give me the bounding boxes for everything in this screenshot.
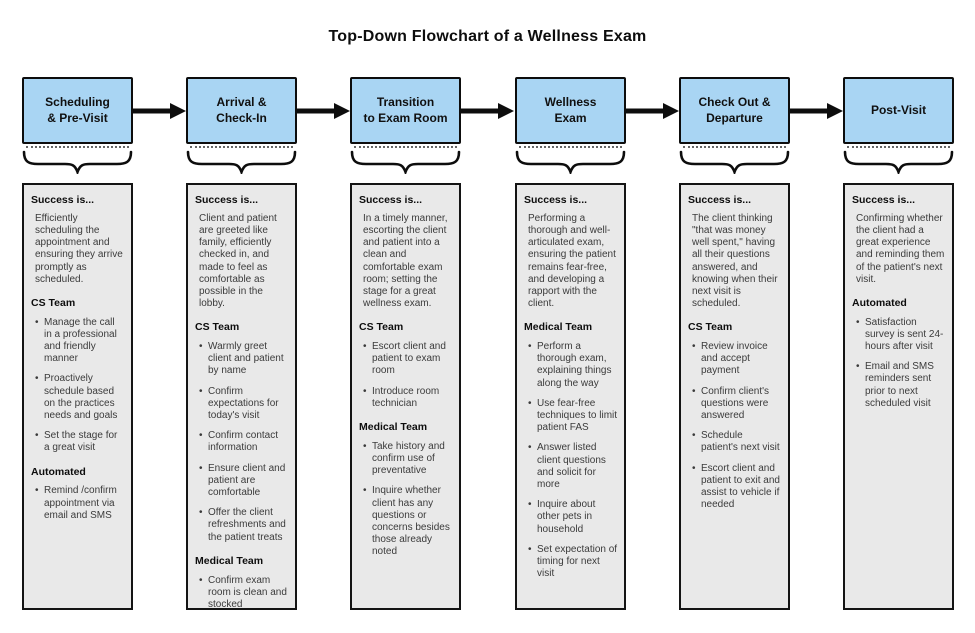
bullet-item: Review invoice and accept payment [688,341,782,378]
stage-shadow-dotted-line [847,146,950,148]
curly-brace-icon [515,150,626,174]
section-heading: CS Team [195,321,240,334]
success-heading: Success is... [524,194,588,206]
stage-box: Post-Visit [843,77,954,144]
bullet-item: Proactively schedule based on the practi… [31,373,125,422]
section-heading: Medical Team [195,554,264,567]
success-text: The client thinking "that was money well… [692,212,778,310]
stage-box: Check Out & Departure [679,77,790,144]
stage-label: Arrival & Check-In [216,94,267,125]
curly-brace-icon [22,150,133,174]
bullet-item: Inquire about other pets in household [524,499,618,536]
bullet-item: Ensure client and patient are comfortabl… [195,463,289,500]
stage-box: Scheduling & Pre-Visit [22,77,133,144]
flow-arrow-icon [132,103,186,119]
detail-panel: Success is... Client and patient are gre… [186,183,297,610]
bullet-item: Confirm expectations for today's visit [195,386,289,423]
curly-brace-icon [186,150,297,174]
stage-label: Transition to Exam Room [363,94,448,125]
success-text: Efficiently scheduling the appointment a… [35,212,123,285]
bullet-item: Remind /confirm appointment via email an… [31,485,125,522]
detail-panel: Success is... Performing a thorough and … [515,183,626,610]
section-heading: CS Team [31,296,76,309]
stage-label: Post-Visit [870,102,927,117]
section-heading: Medical Team [359,421,428,434]
success-heading: Success is... [852,194,916,206]
section-heading: Automated [852,296,907,309]
flow-column-5: Check Out & Departure Success is... The … [679,0,790,633]
bullet-item: Use fear-free techniques to limit patien… [524,398,618,435]
flow-column-6: Post-Visit Success is... Confirming whet… [843,0,954,633]
bullet-item: Warmly greet client and patient by name [195,341,289,378]
flow-column-4: Wellness Exam Success is... Performing a… [515,0,626,633]
curly-brace-icon [679,150,790,174]
bullet-item: Schedule patient's next visit [688,430,782,454]
success-heading: Success is... [195,194,259,206]
section-heading: CS Team [688,321,733,334]
bullet-item: Perform a thorough exam, explaining thin… [524,341,618,390]
stage-shadow-dotted-line [683,146,786,148]
stage-box: Arrival & Check-In [186,77,297,144]
stage-box: Transition to Exam Room [350,77,461,144]
stage-shadow-dotted-line [190,146,293,148]
curly-brace-icon [843,150,954,174]
stage-shadow-dotted-line [519,146,622,148]
bullet-item: Escort client and patient to exam room [359,341,453,378]
success-heading: Success is... [688,194,752,206]
stage-shadow-dotted-line [354,146,457,148]
stage-label: Check Out & Departure [698,94,771,125]
section-heading: Medical Team [524,321,593,334]
detail-panel: Success is... The client thinking "that … [679,183,790,610]
success-text: Confirming whether the client had a grea… [856,212,945,285]
bullet-item: Satisfaction survey is sent 24-hours aft… [852,317,946,354]
bullet-item: Manage the call in a professional and fr… [31,317,125,366]
bullet-item: Set expectation of timing for next visit [524,544,618,581]
bullet-item: Email and SMS reminders sent prior to ne… [852,361,946,410]
section-heading: Automated [31,465,86,478]
bullet-item: Offer the client refreshments and the pa… [195,507,289,544]
diagram-title: Top-Down Flowchart of a Wellness Exam [328,28,647,45]
flow-arrow-icon [296,103,350,119]
section-heading: CS Team [359,321,404,334]
success-heading: Success is... [359,194,423,206]
flow-arrow-icon [625,103,679,119]
stage-label: Wellness Exam [544,94,597,125]
flow-column-1: Scheduling & Pre-Visit Success is... Eff… [22,0,133,633]
bullet-item: Confirm contact information [195,430,289,454]
bullet-item: Confirm exam room is clean and stocked [195,575,289,608]
curly-brace-icon [350,150,461,174]
bullet-item: Introduce room technician [359,386,453,410]
flow-arrow-icon [460,103,514,119]
stage-shadow-dotted-line [26,146,129,148]
success-text: Client and patient are greeted like fami… [199,212,277,310]
bullet-item: Take history and confirm use of preventa… [359,441,453,478]
detail-panel: Success is... Confirming whether the cli… [843,183,954,610]
detail-panel: Success is... Efficiently scheduling the… [22,183,133,610]
flow-column-3: Transition to Exam Room Success is... In… [350,0,461,633]
bullet-item: Inquire whether client has any questions… [359,485,453,558]
flow-arrow-icon [789,103,843,119]
stage-label: Scheduling & Pre-Visit [45,94,110,125]
flow-column-2: Arrival & Check-In Success is... Client … [186,0,297,633]
bullet-item: Escort client and patient to exit and as… [688,463,782,512]
detail-panel: Success is... In a timely manner, escort… [350,183,461,610]
success-heading: Success is... [31,194,95,206]
success-text: Performing a thorough and well-articulat… [528,212,616,310]
stage-box: Wellness Exam [515,77,626,144]
success-text: In a timely manner, escorting the client… [363,212,448,310]
bullet-item: Confirm client's questions were answered [688,386,782,423]
bullet-item: Set the stage for a great visit [31,430,125,454]
bullet-item: Answer listed client questions and solic… [524,442,618,491]
